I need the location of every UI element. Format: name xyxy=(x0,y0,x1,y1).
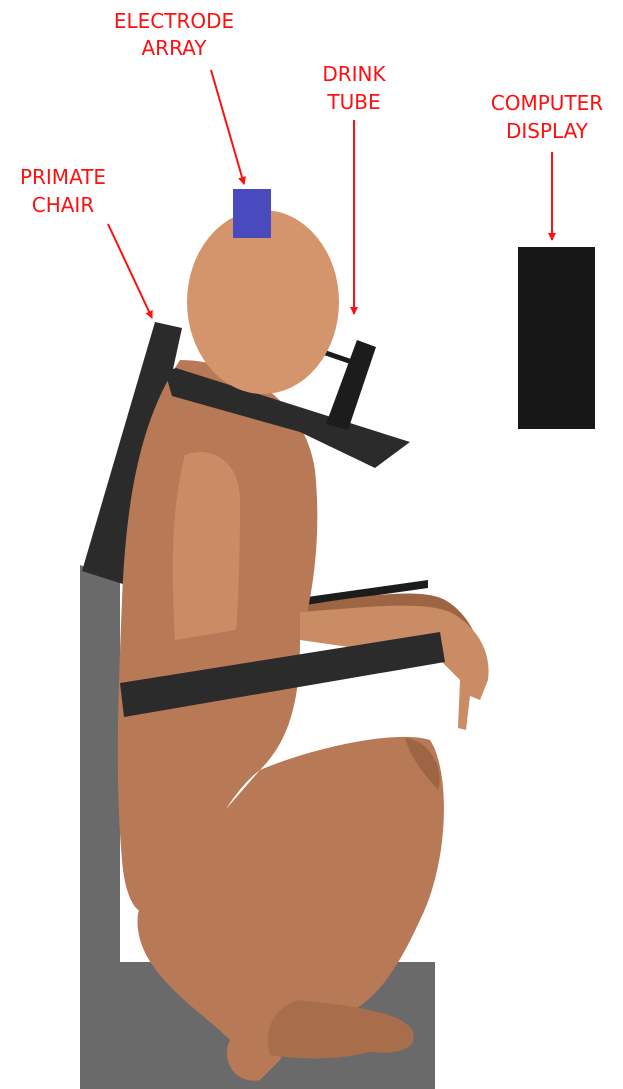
label-computer-display-line1: COMPUTER xyxy=(491,91,604,115)
drink-tube-spout xyxy=(323,352,352,362)
label-primate-chair-line1: PRIMATE xyxy=(20,165,106,189)
label-computer-display-line2: DISPLAY xyxy=(506,119,589,143)
label-primate-chair: PRIMATE CHAIR xyxy=(20,165,106,217)
computer-display xyxy=(518,247,595,429)
label-drink-tube-line1: DRINK xyxy=(322,62,386,86)
label-electrode-array: ELECTRODE ARRAY xyxy=(114,9,234,60)
label-electrode-array-line1: ELECTRODE xyxy=(114,9,234,33)
monkey-torso-highlight xyxy=(173,452,240,640)
arrow-electrode-array xyxy=(211,70,244,184)
label-drink-tube-line2: TUBE xyxy=(326,90,380,114)
label-electrode-array-line2: ARRAY xyxy=(141,36,207,60)
label-computer-display: COMPUTER DISPLAY xyxy=(491,91,604,143)
arrow-primate-chair xyxy=(108,224,152,318)
label-drink-tube: DRINK TUBE xyxy=(322,62,386,114)
label-primate-chair-line2: CHAIR xyxy=(32,193,95,217)
electrode-array xyxy=(233,189,271,238)
